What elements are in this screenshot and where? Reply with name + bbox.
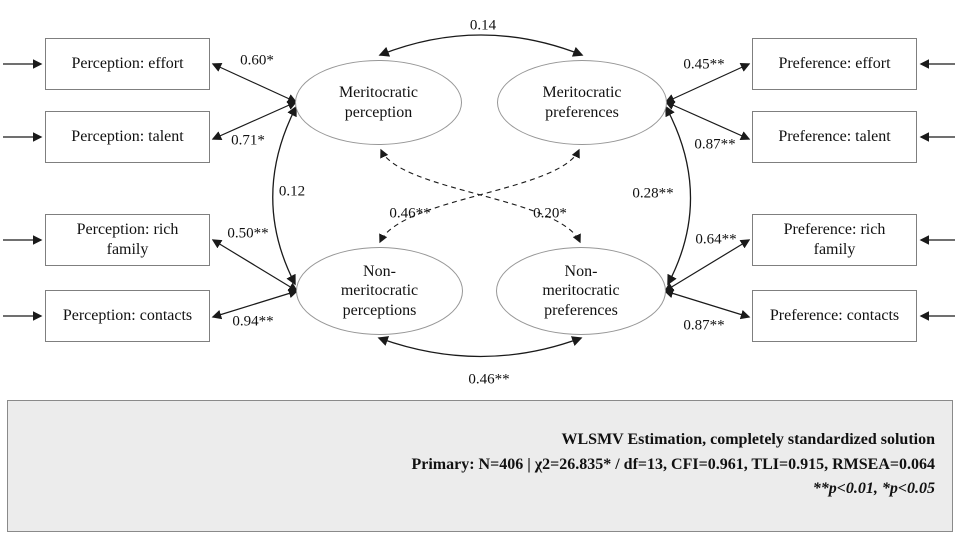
loading-arrow (664, 63, 751, 103)
latent-nonmeritocratic-preferences: Non- meritocratic preferences (496, 247, 666, 335)
observed-label: Perception: effort (71, 55, 184, 72)
covariance-arrow-left (272, 105, 297, 286)
latent-label: Non- meritocratic perceptions (340, 262, 419, 319)
loading-arrow (211, 63, 298, 103)
observed-box-perception-contacts: Perception: contacts (45, 290, 210, 342)
observed-box-preference-contacts: Preference: contacts (752, 290, 917, 342)
loading-label-preference-talent: 0.87** (694, 136, 736, 153)
observed-box-preference-effort: Preference: effort (752, 38, 917, 90)
note-significance-line: **p<0.01, *p<0.05 (812, 480, 935, 497)
observed-label: Preference: rich family (783, 221, 886, 258)
loading-arrows (211, 63, 751, 320)
covariance-label-left: 0.12 (278, 183, 306, 200)
latent-label: Meritocratic perception (338, 83, 419, 121)
latent-nonmeritocratic-perceptions: Non- meritocratic perceptions (296, 247, 463, 335)
observed-label: Perception: contacts (62, 307, 193, 324)
latent-meritocratic-perception: Meritocratic perception (295, 60, 462, 145)
cross-covariance-arrows (379, 148, 581, 244)
loading-arrow (211, 288, 299, 320)
loading-label-preference-rich-family: 0.64** (695, 231, 737, 248)
loading-arrow (663, 288, 751, 320)
covariance-label-right: 0.28** (632, 185, 674, 202)
observed-label: Preference: contacts (769, 307, 900, 324)
observed-box-preference-rich-family: Preference: rich family (752, 214, 917, 266)
covariance-arrow-right (665, 105, 692, 286)
observed-box-perception-effort: Perception: effort (45, 38, 210, 90)
latent-label: Non- meritocratic preferences (542, 262, 620, 319)
loading-arrow (664, 100, 751, 141)
loading-label-perception-talent: 0.71* (231, 132, 265, 149)
model-fit-note-panel: WLSMV Estimation, completely standardize… (7, 400, 953, 532)
cross-covariance-perception-to-nonmerit-preferences (380, 148, 581, 244)
note-estimation-line: WLSMV Estimation, completely standardize… (561, 431, 936, 448)
error-arrows (3, 59, 955, 321)
observed-box-perception-talent: Perception: talent (45, 111, 210, 163)
loading-arrow (211, 239, 299, 292)
covariance-arrow-bottom (377, 336, 583, 358)
covariance-arrows (272, 34, 692, 358)
loading-label-perception-contacts: 0.94** (232, 313, 274, 330)
cross-covariance-preferences-to-nonmerit-perceptions (379, 148, 580, 244)
latent-label: Meritocratic preferences (542, 83, 622, 121)
loading-label-perception-rich-family: 0.50** (227, 225, 269, 242)
observed-label: Perception: talent (71, 128, 184, 145)
loading-label-perception-effort: 0.60* (240, 52, 274, 69)
note-fit-statistics-line: Primary: N=406 | χ2=26.835* / df=13, CFI… (411, 455, 935, 473)
loading-arrow (663, 239, 751, 292)
covariance-label-cross-right: 0.20* (533, 205, 567, 222)
covariance-label-cross-left: 0.46** (389, 205, 431, 222)
covariance-label-top: 0.14 (469, 17, 497, 34)
covariance-label-bottom: 0.46** (468, 371, 510, 388)
observed-box-perception-rich-family: Perception: rich family (45, 214, 210, 266)
latent-meritocratic-preferences: Meritocratic preferences (497, 60, 667, 145)
loading-label-preference-contacts: 0.87** (683, 317, 725, 334)
observed-box-preference-talent: Preference: talent (752, 111, 917, 163)
observed-label: Preference: effort (778, 55, 891, 72)
covariance-arrow-top (378, 34, 584, 57)
loading-arrow (211, 100, 298, 141)
observed-label: Perception: rich family (76, 221, 179, 258)
loading-label-preference-effort: 0.45** (683, 56, 725, 73)
observed-label: Preference: talent (778, 128, 891, 145)
